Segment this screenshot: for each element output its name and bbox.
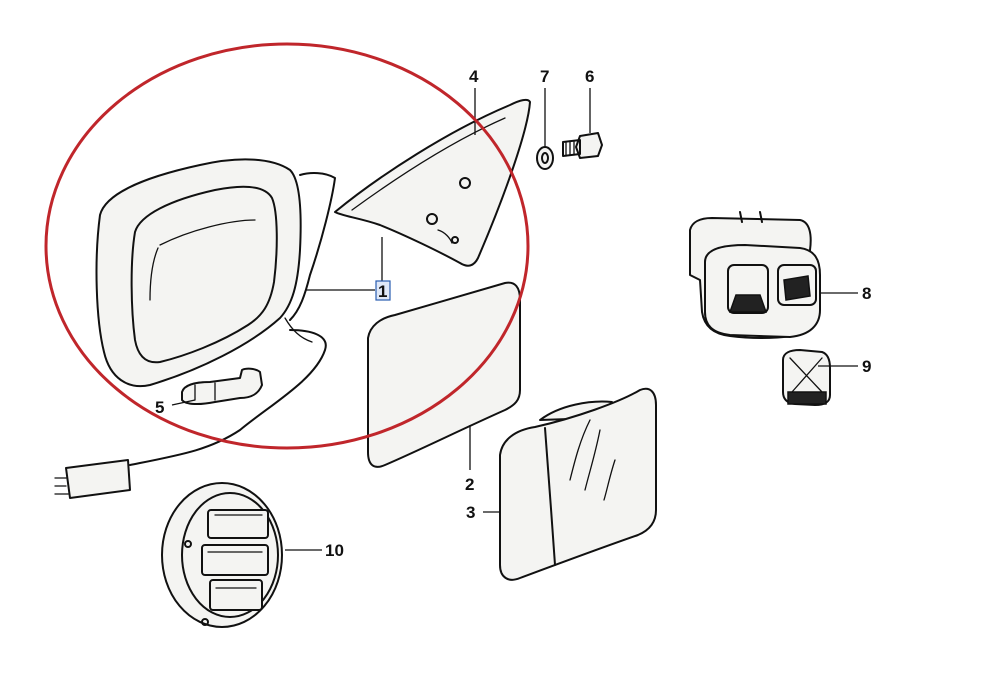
- leader-lines: [171, 88, 858, 551]
- callout-1[interactable]: 1: [378, 282, 387, 301]
- mirror-glass-part[interactable]: [367, 281, 521, 468]
- callout-10[interactable]: 10: [325, 541, 344, 560]
- switch-cap-part[interactable]: [782, 349, 831, 406]
- mirror-motor-part[interactable]: [161, 482, 283, 628]
- callout-1-highlight: [375, 280, 391, 301]
- callout-8[interactable]: 8: [862, 284, 871, 303]
- callout-5[interactable]: 5: [155, 398, 164, 417]
- callout-4[interactable]: 4: [469, 67, 479, 86]
- mounting-plate-part[interactable]: [334, 98, 531, 267]
- callout-6[interactable]: 6: [585, 67, 594, 86]
- callout-7[interactable]: 7: [540, 67, 549, 86]
- screw-part[interactable]: [562, 132, 603, 159]
- switch-part[interactable]: [689, 211, 821, 339]
- callout-2[interactable]: 2: [465, 475, 474, 494]
- washer-part[interactable]: [536, 146, 554, 170]
- connector-clip-part[interactable]: [181, 367, 263, 406]
- wiring-harness: [54, 329, 327, 499]
- highlight-ellipse: [44, 42, 530, 450]
- callout-labels: 1 2 3 4 5 6 7 8 9 10: [155, 67, 871, 560]
- mirror-housing-part[interactable]: [95, 158, 336, 388]
- callout-9[interactable]: 9: [862, 357, 871, 376]
- mirror-glass-carrier-part[interactable]: [499, 387, 657, 581]
- callout-3[interactable]: 3: [466, 503, 475, 522]
